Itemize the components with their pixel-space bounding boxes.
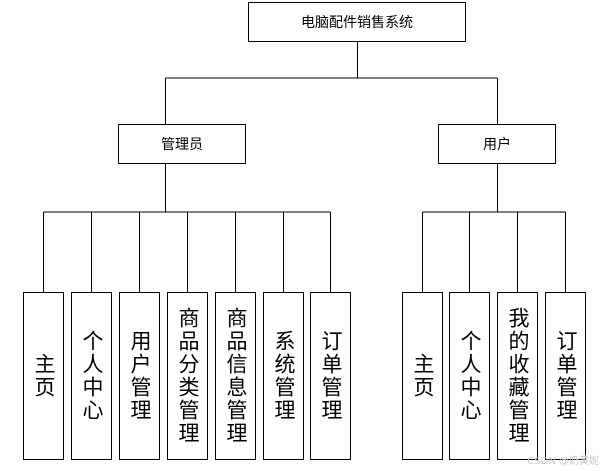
admin-leaf-home: 主页	[23, 292, 64, 460]
group-node-user: 用户	[438, 124, 556, 164]
group-node-admin: 管理员	[118, 124, 246, 164]
user-leaf-home: 主页	[402, 292, 443, 460]
admin-leaf-profile: 个人中心	[71, 292, 112, 460]
user-leaf-order-management: 订单管理	[545, 292, 586, 460]
user-leaf-favorites-management: 我的收藏管理	[497, 292, 538, 460]
root-node: 电脑配件销售系统	[248, 2, 466, 42]
watermark: CSDN @奶黄妮	[527, 456, 599, 467]
admin-leaf-system-management: 系统管理	[263, 292, 304, 460]
admin-leaf-user-management: 用户管理	[119, 292, 160, 460]
admin-leaf-product-management: 商品信息管理	[215, 292, 256, 460]
user-leaf-profile: 个人中心	[449, 292, 490, 460]
admin-leaf-order-management: 订单管理	[310, 292, 351, 460]
admin-leaf-category-management: 商品分类管理	[167, 292, 208, 460]
